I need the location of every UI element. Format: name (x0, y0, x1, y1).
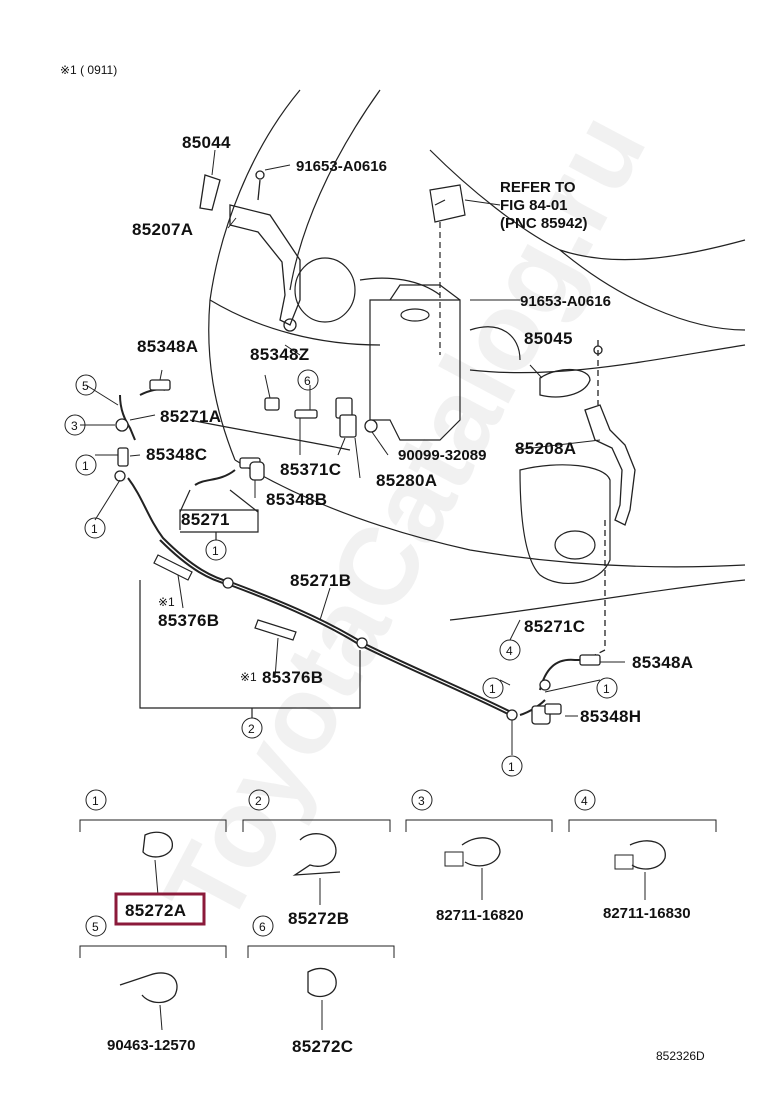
part-labels: 85044 91653-A0616 85207A 91653-A0616 853… (132, 133, 693, 726)
washer-nozzle-right (539, 340, 636, 661)
legend-item-6: 6 85272C (247, 915, 395, 1056)
washer-nozzle-left (199, 170, 301, 332)
band-90463-12570-icon (119, 972, 178, 1004)
svg-text:1: 1 (91, 522, 98, 536)
svg-text:1: 1 (212, 544, 219, 558)
vehicle-body-outline (189, 89, 746, 621)
label-85045: 85045 (524, 329, 573, 348)
star-mark-1: ※1 (158, 595, 175, 609)
label-85271c: 85271C (524, 617, 585, 636)
callout-2-a: 2 (241, 717, 263, 739)
legend-part-82711-16830: 82711-16830 (603, 905, 691, 922)
svg-text:1: 1 (489, 682, 496, 696)
callout-1-d: 1 (482, 677, 504, 699)
hose-connectors (114, 379, 601, 725)
highlight-box (114, 892, 206, 926)
svg-text:2: 2 (255, 794, 262, 808)
grouping-brackets (139, 489, 361, 718)
legend-item-2: 2 85272B (242, 789, 391, 928)
callout-1-f: 1 (501, 755, 523, 777)
bumper-clip (429, 184, 466, 355)
svg-text:3: 3 (71, 419, 78, 433)
leader-lines (80, 149, 625, 755)
legend-part-90463-12570: 90463-12570 (107, 1037, 195, 1054)
svg-text:3: 3 (418, 794, 425, 808)
legend-part-85272c: 85272C (292, 1037, 353, 1056)
label-85271b: 85271B (290, 571, 351, 590)
callout-1-c: 1 (205, 539, 227, 561)
header-note: ※1 ( 0911) (60, 63, 117, 77)
svg-text:6: 6 (259, 920, 266, 934)
label-85271: 85271 (181, 510, 230, 529)
svg-text:5: 5 (82, 379, 89, 393)
svg-text:1: 1 (508, 760, 515, 774)
label-85376b-lower: 85376B (262, 668, 323, 687)
clamp-85272c-icon (307, 967, 337, 998)
svg-text:4: 4 (581, 794, 588, 808)
refer-line-2: FIG 84-01 (500, 197, 568, 214)
label-85348a-right: 85348A (632, 653, 693, 672)
refer-note: REFER TO FIG 84-01 (PNC 85942) (500, 179, 588, 232)
callout-4-a: 4 (499, 639, 521, 661)
legend-item-3: 3 82711-16820 (405, 789, 553, 924)
label-85280a: 85280A (376, 471, 437, 490)
label-85348z: 85348Z (250, 345, 309, 364)
callout-1-b: 1 (84, 517, 106, 539)
svg-text:1: 1 (92, 794, 99, 808)
label-85348b: 85348B (266, 490, 327, 509)
legend-part-82711-16820: 82711-16820 (436, 907, 524, 924)
legend: 1 85272A 2 85272B 3 82711-16820 4 (79, 789, 717, 1056)
legend-part-85272a: 85272A (125, 901, 186, 920)
callout-5-a: 5 (75, 374, 97, 396)
callouts: 5 3 1 1 6 1 2 4 1 1 1 (64, 369, 618, 777)
label-85376b-upper: 85376B (158, 611, 219, 630)
label-85371c: 85371C (280, 460, 341, 479)
washer-hose-routing (119, 388, 590, 716)
legend-item-1: 1 85272A (79, 789, 227, 926)
callout-1-a: 1 (75, 454, 97, 476)
label-85271a: 85271A (160, 407, 221, 426)
refer-line-3: (PNC 85942) (500, 215, 588, 232)
svg-text:6: 6 (304, 374, 311, 388)
hose-protectors (153, 554, 297, 641)
label-85044: 85044 (182, 133, 231, 152)
svg-text:1: 1 (82, 459, 89, 473)
svg-text:2: 2 (248, 722, 255, 736)
svg-text:1: 1 (603, 682, 610, 696)
svg-text:4: 4 (506, 644, 513, 658)
diagram-code: 852326D (656, 1049, 705, 1063)
legend-part-85272b: 85272B (288, 909, 349, 928)
callout-3-a: 3 (64, 414, 86, 436)
label-85348c: 85348C (146, 445, 207, 464)
clamp-82711-16830-icon (629, 840, 666, 870)
clamp-85272b-icon (292, 833, 341, 876)
clamp-85272a-icon (142, 831, 173, 858)
label-85348h: 85348H (580, 707, 641, 726)
legend-item-5: 5 90463-12570 (79, 915, 227, 1054)
label-91653-a0616-right: 91653-A0616 (520, 293, 611, 310)
clamp-82711-16820-icon (461, 837, 501, 867)
label-85208a: 85208A (515, 439, 576, 458)
refer-line-1: REFER TO (500, 179, 576, 196)
legend-item-4: 4 82711-16830 (568, 789, 717, 922)
callout-1-e: 1 (596, 677, 618, 699)
svg-text:5: 5 (92, 920, 99, 934)
label-91653-a0616-top: 91653-A0616 (296, 158, 387, 175)
label-90099-32089: 90099-32089 (398, 447, 486, 464)
label-85348a-left: 85348A (137, 337, 198, 356)
callout-6-a: 6 (297, 369, 319, 391)
label-85207a: 85207A (132, 220, 193, 239)
star-mark-2: ※1 (240, 670, 257, 684)
